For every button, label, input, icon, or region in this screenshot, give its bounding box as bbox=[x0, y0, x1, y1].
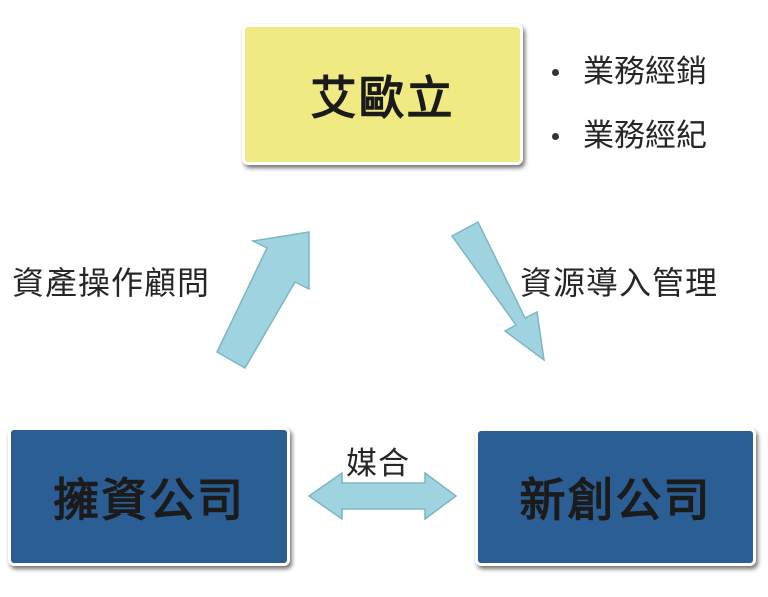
services-list: 業務經銷 業務經紀 bbox=[552, 40, 707, 168]
node-right-box: 新創公司 bbox=[475, 428, 756, 566]
node-left-box: 擁資公司 bbox=[8, 427, 290, 566]
double-arrow-horizontal bbox=[307, 471, 458, 521]
edge-label-middle: 媒合 bbox=[346, 446, 410, 482]
bullet-icon bbox=[552, 68, 559, 76]
node-left-label: 擁資公司 bbox=[53, 472, 245, 527]
arrow-up-right bbox=[216, 231, 310, 370]
node-center-box: 艾歐立 bbox=[242, 24, 523, 165]
node-center-label: 艾歐立 bbox=[310, 70, 455, 125]
node-right-label: 新創公司 bbox=[519, 473, 712, 527]
edge-label-right: 資源導入管理 bbox=[520, 264, 719, 302]
arrow-down-right bbox=[450, 220, 546, 362]
bullet-icon bbox=[552, 132, 559, 140]
edge-label-left: 資產操作顧問 bbox=[12, 264, 211, 302]
services-list-item: 業務經紀 bbox=[552, 104, 707, 168]
services-list-item: 業務經銷 bbox=[552, 40, 707, 104]
